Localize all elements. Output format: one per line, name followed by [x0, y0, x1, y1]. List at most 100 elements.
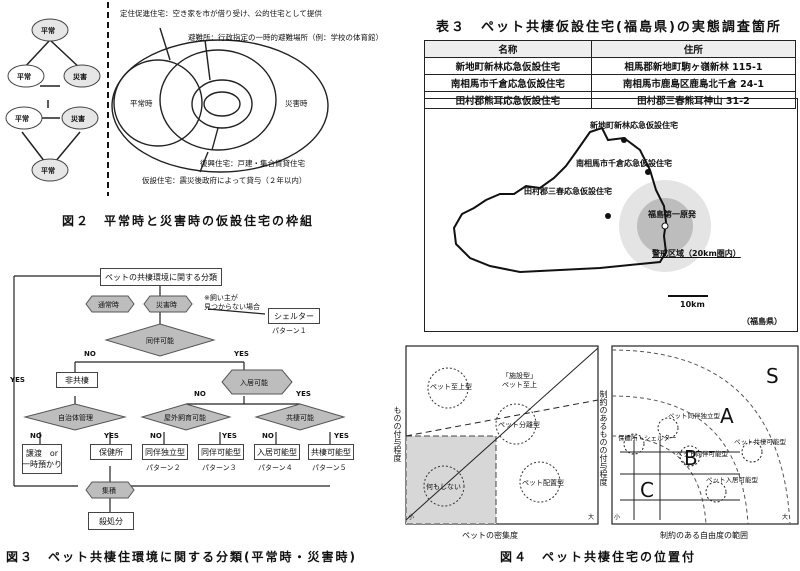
table3: 名称住所 新地町新林応急仮設住宅相馬郡新地町駒ヶ嶺新林 115-1 南相馬市千倉…	[424, 40, 797, 109]
diamond-cohab	[104, 323, 216, 357]
fig3-cohab: 同伴可能	[146, 337, 174, 345]
circle-pet-top	[427, 367, 469, 409]
ellipse-recovery	[191, 79, 253, 129]
hex-disaster	[143, 295, 193, 313]
fig4-pet-place: ペット配置型	[522, 479, 564, 487]
ellipse-disaster-time	[111, 39, 329, 173]
circle-health-shelter	[623, 433, 645, 455]
fig3-no5: NO	[262, 432, 274, 440]
diamond-cobreed	[254, 403, 346, 431]
fig4-facility: 「施設型」 ペット至上	[502, 372, 537, 389]
fig3-top-box: ペットの共棲環境に関する分類	[100, 268, 222, 286]
fig3-no2: NO	[194, 390, 206, 398]
table3-header: 住所	[590, 40, 797, 58]
fig4-zone-b: B	[684, 446, 698, 470]
circle-nothing	[423, 465, 465, 507]
fig4-pet-coexist: ペット共棲可能型	[734, 438, 786, 446]
fig4-pet-split: ペット分離型	[498, 421, 540, 429]
fig3-move-type: 入居可能型	[254, 444, 300, 460]
marker-plant	[661, 222, 669, 230]
fig3-move: 入居可能	[240, 379, 268, 387]
fig3-no4: NO	[150, 432, 162, 440]
fig2-label-promo: 定住促進住宅：空き家を市が借り受け、公的住宅として提供	[120, 9, 322, 18]
fig3-gather: 集積	[102, 487, 116, 495]
node-normal-4	[31, 158, 69, 182]
fig3-no3: NO	[30, 432, 42, 440]
node-normal-1	[31, 18, 69, 42]
fig3-self-manage: 自治体管理	[58, 414, 93, 422]
fig2-node-normal-1: 平常	[41, 27, 55, 35]
fig2-label-normal-time: 平常時	[130, 99, 153, 108]
fig4-nothing: 何もしない	[426, 483, 461, 491]
circle-pet-coexist	[741, 441, 763, 463]
fig4-pet-top: ペット至上型	[430, 383, 472, 391]
fig4-xlabel-left: ペットの密集度	[462, 531, 518, 540]
fig3-yes-side: YES	[10, 376, 25, 384]
fig3-p5: パターン５	[312, 464, 347, 472]
diamond-self-manage	[23, 403, 127, 431]
marker-minamisoma	[645, 169, 651, 175]
fig3-caption: 図３ ペット共棲住環境に関する分類(平常時・災害時)	[6, 550, 357, 564]
map-label-tamura: 田村郡三春応急仮設住宅	[524, 187, 612, 196]
hex-move	[221, 369, 293, 395]
fig3-coexist-type: 共棲可能型	[308, 444, 354, 460]
node-disaster-3	[61, 106, 99, 130]
fig3-pattern1: パターン１	[272, 327, 307, 335]
fig2-node-normal-2: 平常	[17, 73, 31, 81]
map-frame	[424, 98, 798, 332]
fig2-label-temp: 仮設住宅：震災後政府によって貸与（２年以内）	[142, 176, 307, 185]
fig4-zone-s: S	[766, 364, 779, 388]
map-label-plant: 福島第一原発	[648, 210, 696, 219]
table3-header: 名称	[424, 40, 592, 58]
circle-pet-split	[495, 403, 537, 445]
fig3-kill: 殺処分	[88, 512, 134, 530]
fig4-left-frame	[405, 345, 599, 525]
fig3-normal: 通常時	[98, 301, 119, 309]
hex-normal	[85, 295, 135, 313]
fig4-health-shelter: 保健所・シェルター	[618, 434, 677, 442]
fig3-yes5: YES	[334, 432, 349, 440]
circle-pet-place	[519, 461, 561, 503]
fig4-large-right: 大	[782, 514, 789, 521]
fig3-indoor: 屋外飼育可能	[164, 414, 206, 422]
fig4-zone-a: A	[720, 404, 734, 428]
fig4-pet-move: ペット入居可能型	[706, 476, 758, 484]
fig4-right-frame	[611, 345, 799, 525]
fig4-large-left: 大	[588, 514, 595, 521]
fig2-node-normal-4: 平常	[41, 167, 55, 175]
circle-pet-move	[705, 481, 727, 503]
map-scale: 10km	[680, 300, 705, 309]
fig4-pet-co: ペット同伴可能型	[676, 450, 728, 458]
fig3-p3: パターン３	[202, 464, 237, 472]
fig3-no1: NO	[84, 350, 96, 358]
fig3-health: 保健所	[90, 444, 132, 460]
fig2-node-disaster-3: 災害	[71, 115, 85, 123]
ellipse-normal-time	[113, 59, 203, 147]
fig4-small-right: 小	[614, 514, 621, 521]
node-normal-2	[7, 64, 45, 88]
map-label-shinchi: 新地町新林応急仮設住宅	[590, 121, 678, 130]
fig3-yes2: YES	[296, 390, 311, 398]
fig2-label-recovery: 復興住宅：戸建・集合賃貸住宅	[200, 159, 305, 168]
fig2-node-disaster-2: 災害	[73, 73, 87, 81]
marker-tamura	[605, 213, 611, 219]
fig4-ylabel-left: ものの付与程度	[393, 406, 402, 462]
fig3-note: ※飼い主が 見つからない場合	[204, 294, 260, 311]
ellipse-temp	[159, 49, 277, 151]
node-normal-3	[5, 106, 43, 130]
fig4-zone-c: C	[640, 478, 654, 502]
fig3-nonco: 非共棲	[56, 372, 98, 388]
node-disaster-2	[63, 64, 101, 88]
fig4-caption: 図４ ペット共棲住宅の位置付	[500, 550, 697, 564]
map-region: （福島県）	[742, 317, 782, 326]
fig4-xlabel-right: 制約のある自由度の範囲	[660, 531, 748, 540]
table3-title: 表３ ペット共棲仮設住宅(福島県)の実態調査箇所	[436, 20, 782, 35]
hex-gather	[85, 481, 135, 499]
fig3-p2: パターン２	[146, 464, 181, 472]
fig3-p4: パターン４	[258, 464, 293, 472]
fig2-label-disaster-time: 災害時	[285, 99, 308, 108]
map-label-zone: 警戒区域（20km圏内）	[652, 249, 741, 258]
fig3-shelter: シェルター	[268, 308, 320, 324]
